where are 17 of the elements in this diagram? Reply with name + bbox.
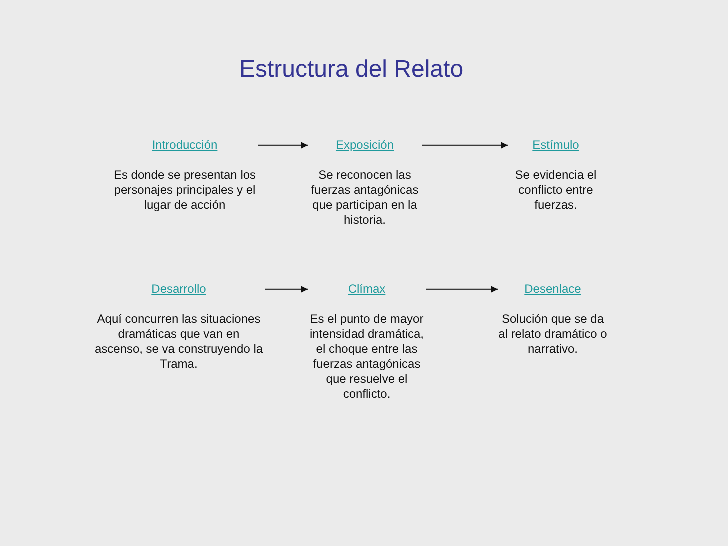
section-description: Se evidencia el conflicto entre fuerzas. — [514, 168, 598, 213]
arrow — [265, 286, 308, 293]
diagram-title: Estructura del Relato — [239, 56, 464, 84]
section-description: Se reconocen las fuerzas antagónicas que participan en la historia. — [310, 168, 420, 228]
section-heading-link: Desenlace — [524, 282, 582, 297]
section-heading-link: Estímulo — [532, 138, 580, 153]
section-heading-link: Exposición — [336, 138, 394, 153]
section-heading-link: Desarrollo — [152, 282, 206, 297]
section-description: Es donde se presentan los personajes principales y el lugar de acción — [112, 168, 258, 213]
section-description: Es el punto de mayor intensidad dramática, el choque entre las fuerzas antagónicas que resuelve el conflicto. — [308, 312, 426, 402]
section-heading-link: Clímax — [348, 282, 386, 297]
section-description: Solución que se da al relato dramático o narrativo. — [498, 312, 608, 357]
section-description: Aquí concurren las situaciones dramáticas que van en ascenso, se va construyendo la Trama. — [94, 312, 264, 372]
arrow — [422, 142, 508, 149]
arrow — [258, 142, 308, 149]
arrow — [426, 286, 498, 293]
section-heading-link: Introducción — [152, 138, 218, 153]
